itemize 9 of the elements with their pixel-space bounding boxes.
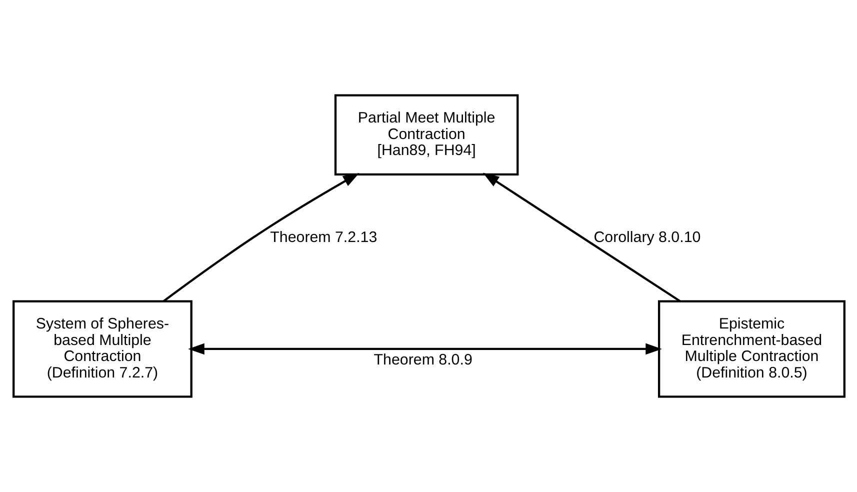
edge-label: Corollary 8.0.10: [593, 228, 700, 246]
node-box: Epistemic Entrenchment-based Multiple Contraction (Definition 8.0.5): [657, 300, 845, 398]
edge-label: Theorem 7.2.13: [270, 228, 377, 246]
node-box: System of Spheres-based Multiple Contraction (Definition 7.2.7): [12, 300, 192, 398]
arrow: [162, 172, 359, 302]
arrow: [188, 343, 662, 355]
edge-label: Theorem 8.0.9: [373, 351, 472, 368]
arrow: [482, 172, 680, 302]
node-box: Partial Meet Multiple Contraction [Han89, FH94]: [334, 94, 518, 176]
